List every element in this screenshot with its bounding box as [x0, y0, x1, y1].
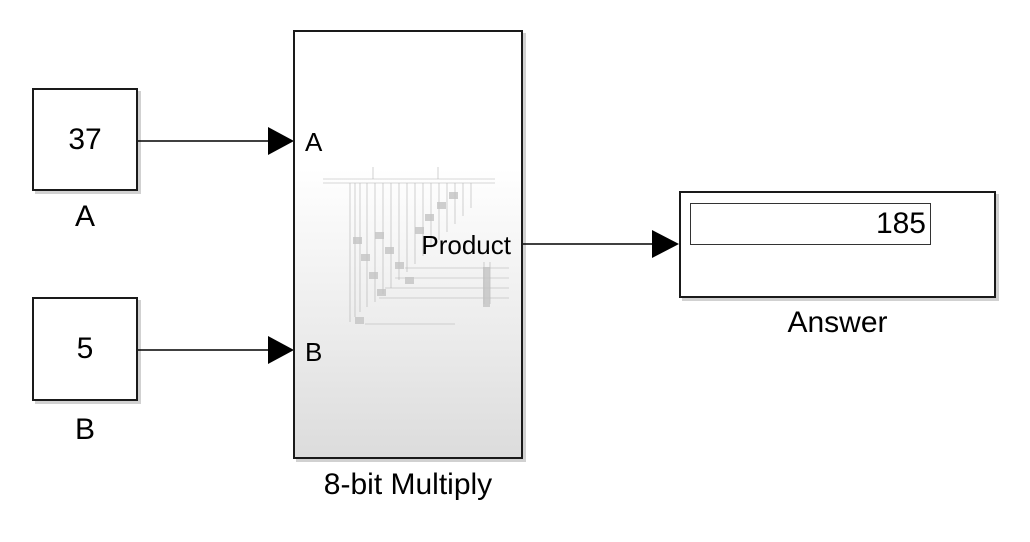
output-port-product-label: Product: [421, 230, 511, 260]
constant-b-value: 5: [76, 332, 94, 365]
constant-a-label: A: [74, 200, 95, 233]
input-port-a-label: A: [305, 127, 323, 157]
arrowhead-a: [268, 127, 294, 155]
input-port-b-label: B: [305, 337, 323, 367]
display-label: Answer: [787, 306, 888, 339]
multiply-subsystem-label: 8-bit Multiply: [323, 468, 493, 501]
constant-block-a[interactable]: 37: [32, 88, 138, 191]
arrowhead-product: [652, 230, 679, 258]
constant-b-label: B: [74, 413, 95, 446]
constant-block-b[interactable]: 5: [32, 297, 138, 401]
arrowhead-b: [268, 336, 294, 364]
display-block[interactable]: 185: [679, 191, 996, 298]
display-value: 185: [690, 203, 931, 245]
constant-a-value: 37: [68, 122, 102, 156]
multiply-subsystem-block[interactable]: A Product B: [293, 30, 523, 459]
subsystem-preview-icon: [323, 167, 509, 325]
